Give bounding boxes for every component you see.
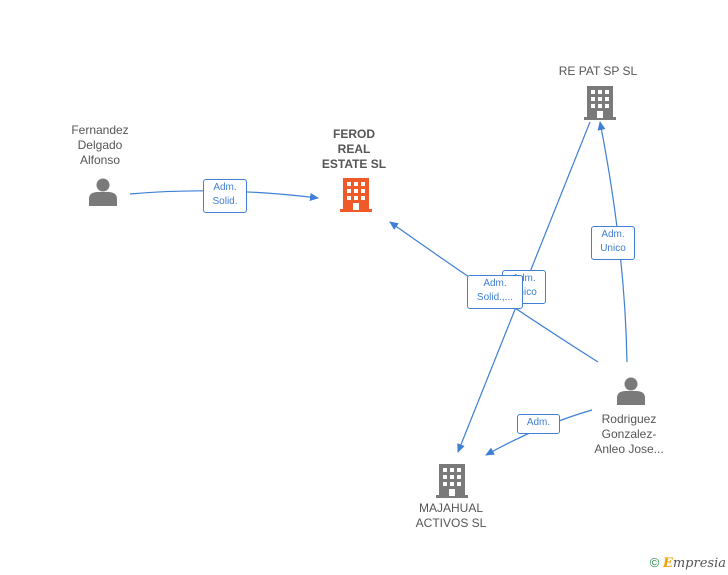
building-icon[interactable] [436, 462, 468, 498]
copyright-icon: © [649, 555, 660, 570]
node-label-fernandez[interactable]: Fernandez Delgado Alfonso [71, 123, 129, 167]
edge-label-rodriguez-ferod[interactable]: Adm. Solid.,... [467, 275, 523, 309]
person-icon[interactable] [616, 376, 646, 406]
footer-watermark: © Empresia [650, 555, 726, 571]
node-label-repatsp[interactable]: RE PAT SP SL [558, 64, 638, 78]
edge-label-rodriguez-repatsp[interactable]: Adm. Unico [591, 226, 635, 260]
person-icon[interactable] [88, 177, 118, 207]
building-icon[interactable] [340, 176, 372, 212]
edge-label-fernandez-ferod[interactable]: Adm. Solid. [203, 179, 247, 213]
building-icon[interactable] [584, 84, 616, 120]
brand-logo: Empresia [662, 556, 726, 571]
node-label-majahual[interactable]: MAJAHUAL ACTIVOS SL [415, 501, 487, 530]
edge-label-rodriguez-majahual[interactable]: Adm. [517, 414, 560, 434]
node-label-rodriguez[interactable]: Rodriguez Gonzalez- Anleo Jose... [594, 412, 664, 456]
node-label-ferod[interactable]: FEROD REAL ESTATE SL [321, 127, 387, 171]
